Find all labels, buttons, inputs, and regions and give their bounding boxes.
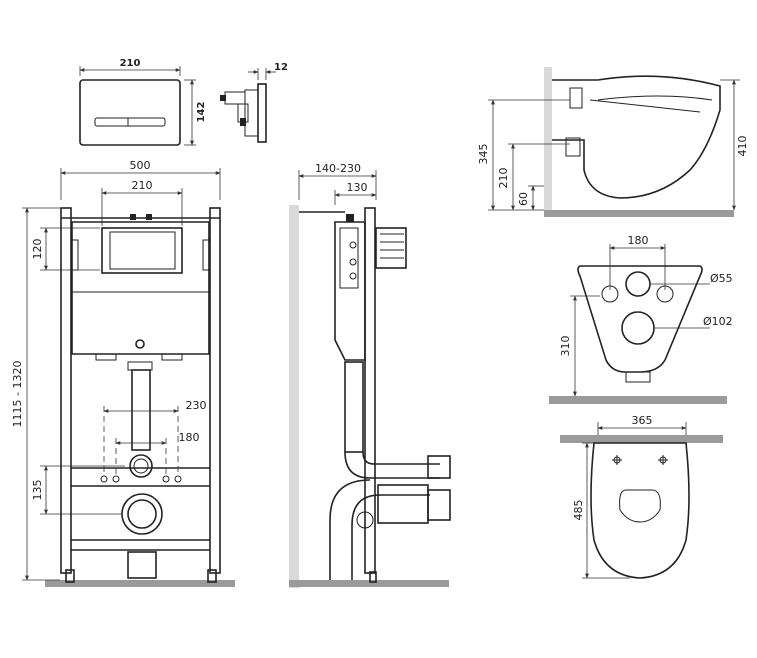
inlet-spacing-label: 180 — [179, 431, 200, 444]
bowl-side-height-label: 410 — [736, 136, 749, 157]
bowl-rear-width-label: 180 — [628, 234, 649, 247]
large-hole-diameter-label: Ø102 — [703, 315, 733, 328]
bowl-top-view — [560, 435, 723, 579]
bowl-side-h1-label: 345 — [477, 144, 490, 165]
bowl-side-dimensions — [488, 79, 740, 211]
bowl-side-view — [544, 67, 734, 217]
bowl-top-length-label: 485 — [572, 500, 585, 521]
flush-plate-depth-label: 12 — [274, 62, 288, 73]
frame-width-label: 500 — [130, 159, 151, 172]
drain-height-label: 135 — [31, 480, 44, 501]
bowl-side-h2-label: 210 — [497, 168, 510, 189]
bowl-side-h3-label: 60 — [517, 192, 530, 206]
flush-plate-width-label: 210 — [120, 58, 141, 69]
side-view-dimensions — [298, 170, 377, 205]
front-view-dimensions — [22, 168, 221, 581]
tank-width-label: 210 — [132, 179, 153, 192]
bowl-rear-dimensions — [570, 244, 710, 397]
tank-height-label: 120 — [31, 239, 44, 260]
side-depth-range-label: 140-230 — [315, 162, 361, 175]
flush-plate-side — [220, 68, 276, 143]
bowl-top-width-label: 365 — [632, 414, 653, 427]
frame-height-range-label: 1115 - 1320 — [11, 361, 24, 428]
bolt-spacing-label: 230 — [186, 399, 207, 412]
small-hole-diameter-label: Ø55 — [710, 272, 733, 285]
side-depth-label: 130 — [347, 181, 368, 194]
flush-plate-height-label: 142 — [196, 102, 207, 123]
flush-plate-front — [79, 66, 196, 146]
front-view-frame — [45, 207, 235, 587]
bowl-rear-depth-label: 310 — [559, 336, 572, 357]
bowl-top-dimensions — [582, 422, 687, 579]
bowl-rear-view — [549, 265, 727, 404]
side-view-installation — [289, 205, 451, 588]
